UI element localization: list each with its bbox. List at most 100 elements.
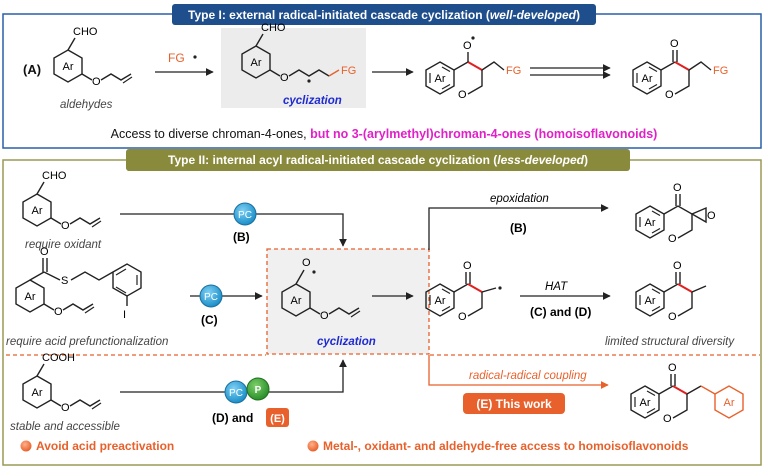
- svg-text:Ar: Ar: [291, 295, 302, 307]
- svg-text:Ar: Ar: [32, 205, 43, 217]
- this-work-badge: [463, 393, 565, 414]
- arrow-d-e: [120, 359, 347, 393]
- chromanone-radical: Ar O O: [425, 260, 502, 323]
- arrow-coupling: [428, 355, 609, 389]
- svg-text:COOH: COOH: [42, 352, 75, 364]
- cyclization-label-1: cyclization: [283, 95, 342, 107]
- svg-text:Avoid acid preactivation: Avoid acid preactivation: [36, 439, 174, 453]
- svg-text:PC: PC: [204, 292, 218, 303]
- svg-text:FG: FG: [713, 65, 728, 77]
- p-catalyst-de: P: [246, 377, 270, 401]
- aldehyde-substrate: Ar CHO O: [22, 170, 102, 232]
- svg-text:CHO: CHO: [261, 22, 286, 34]
- homoisoflavonoid-product: Ar O O Ar: [630, 362, 744, 425]
- bullet-icon: [20, 440, 32, 452]
- label-c-and-d: (C) and (D): [530, 305, 591, 319]
- arrow-epoxidation: [428, 204, 609, 250]
- svg-text:Ar: Ar: [435, 73, 446, 85]
- thioester-substrate: Ar O S I O: [15, 246, 142, 321]
- chromanone-product-1: Ar O O FG: [632, 38, 728, 101]
- svg-text:O: O: [663, 413, 672, 425]
- bullet-avoid-acid: Avoid acid preactivation: [20, 439, 174, 453]
- svg-text:S: S: [61, 275, 68, 287]
- type1-summary: Access to diverse chroman-4-ones, but no…: [111, 127, 658, 141]
- type1-panel: Type I: external radical-initiated casca…: [2, 4, 762, 149]
- svg-text:Ar: Ar: [640, 397, 651, 409]
- acid-substrate: Ar COOH O: [22, 352, 102, 414]
- label-d-and: (D) and: [212, 411, 253, 425]
- stable-accessible-label: stable and accessible: [10, 421, 120, 433]
- pc-catalyst-c: PC: [199, 284, 223, 308]
- type2-panel: Type II: internal acyl radical-initiated…: [2, 149, 762, 466]
- this-work-label: (E) This work: [476, 397, 552, 411]
- svg-text:O: O: [668, 311, 677, 323]
- bullet-metal-free: Metal-, oxidant- and aldehyde-free acces…: [307, 439, 689, 453]
- require-acid-label: require acid prefunctionalization: [6, 336, 168, 348]
- label-e-badge: [266, 408, 289, 427]
- svg-text:CHO: CHO: [73, 26, 98, 38]
- svg-text:Ar: Ar: [435, 295, 446, 307]
- label-a: (A): [23, 62, 41, 77]
- svg-text:Ar: Ar: [63, 61, 74, 73]
- aldehyde-structure: Ar CHO O: [53, 26, 133, 88]
- svg-text:P: P: [255, 385, 262, 396]
- cyclization-label-2: cyclization: [317, 336, 376, 348]
- svg-text:O: O: [707, 210, 716, 222]
- aldehydes-label: aldehydes: [60, 99, 113, 111]
- svg-text:CHO: CHO: [42, 170, 67, 182]
- svg-text:O: O: [61, 402, 70, 414]
- svg-text:PC: PC: [229, 388, 243, 399]
- svg-text:O: O: [668, 233, 677, 245]
- limited-diversity-label: limited structural diversity: [605, 336, 735, 348]
- epoxidation-label: epoxidation: [490, 193, 549, 205]
- intermediate-box-1: [221, 28, 366, 108]
- fg-radical: FG: [168, 51, 185, 65]
- acyl-radical-box: [266, 248, 430, 355]
- svg-text:I: I: [123, 309, 126, 321]
- intermediate-radical-1: Ar CHO O FG: [241, 22, 356, 84]
- svg-text:O: O: [463, 260, 472, 272]
- methyl-chromanone-product: Ar O O: [635, 260, 707, 323]
- svg-text:Ar: Ar: [645, 295, 656, 307]
- svg-text:O: O: [458, 89, 467, 101]
- svg-text:O: O: [673, 182, 682, 194]
- svg-text:FG: FG: [341, 65, 356, 77]
- pc-catalyst-b: PC: [233, 202, 257, 226]
- svg-text:O: O: [302, 257, 311, 269]
- svg-text:O: O: [92, 76, 101, 88]
- svg-text:Ar: Ar: [642, 73, 653, 85]
- svg-text:O: O: [54, 306, 63, 318]
- svg-text:Ar: Ar: [251, 57, 262, 69]
- alkoxy-radical-intermediate: Ar O O FG: [425, 36, 521, 101]
- svg-text:O: O: [40, 246, 49, 258]
- svg-text:PC: PC: [238, 210, 252, 221]
- svg-text:O: O: [673, 260, 682, 272]
- svg-text:O: O: [320, 310, 329, 322]
- label-e: (E): [270, 413, 285, 425]
- label-b: (B): [233, 230, 250, 244]
- svg-text:Ar: Ar: [25, 291, 36, 303]
- svg-text:O: O: [280, 72, 289, 84]
- type2-banner: [126, 149, 630, 171]
- svg-text:Metal-, oxidant- and aldehyde: Metal-, oxidant- and aldehyde-free acces…: [323, 439, 689, 453]
- svg-text:Ar: Ar: [645, 217, 656, 229]
- coupling-label: radical-radical coupling: [469, 370, 587, 382]
- svg-text:O: O: [458, 311, 467, 323]
- type2-title: Type II: internal acyl radical-initiated…: [168, 153, 588, 167]
- require-oxidant-label: require oxidant: [25, 239, 102, 251]
- label-b2: (B): [510, 221, 527, 235]
- svg-text:O: O: [668, 362, 677, 374]
- svg-text:O: O: [61, 220, 70, 232]
- bullet-icon: [307, 440, 319, 452]
- spiro-epoxide-product: Ar O O O: [635, 182, 716, 245]
- svg-text:O: O: [665, 89, 674, 101]
- svg-text:FG: FG: [506, 65, 521, 77]
- type1-title: Type I: external radical-initiated casca…: [188, 8, 580, 22]
- arrow-b: [120, 213, 347, 247]
- pc-catalyst-de: PC: [224, 380, 248, 404]
- svg-text:Ar: Ar: [724, 397, 735, 409]
- acyl-radical-intermediate: Ar O O: [281, 257, 361, 322]
- type1-banner: [172, 4, 596, 25]
- svg-text:O: O: [670, 38, 679, 50]
